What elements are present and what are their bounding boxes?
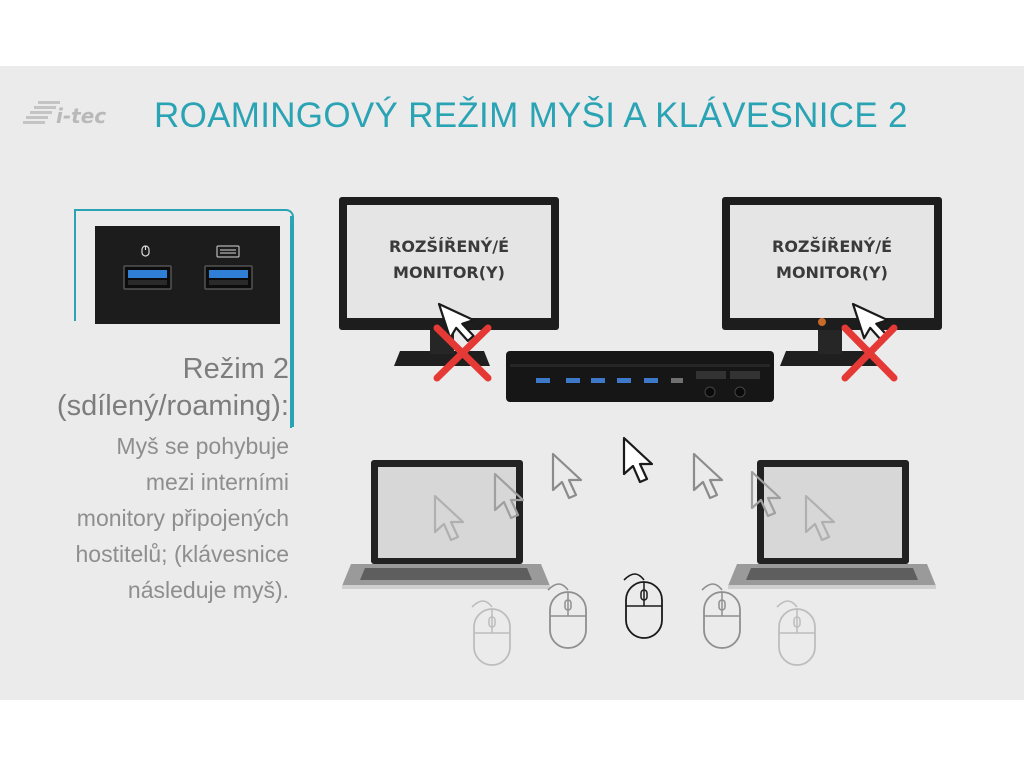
mode-description: Myš se pohybuje mezi interními monitory … [76, 428, 290, 608]
mouse-icon [471, 600, 511, 666]
monitor-left [339, 197, 559, 366]
docking-station [506, 351, 774, 402]
cursor-icon [551, 452, 583, 500]
cursor-icon [692, 452, 724, 500]
slide: i-tec ROAMINGOVÝ REŽIM MYŠI A KLÁVESNICE… [0, 66, 1024, 700]
mode-description-line: hostitelů; (klávesnice [75, 541, 290, 567]
mode-title: Režim 2 (sdílený/roaming): [57, 351, 289, 425]
laptop-right [728, 460, 936, 589]
mouse-icon [701, 583, 741, 649]
mouse-icon [623, 573, 663, 639]
monitor-label-line: MONITOR(Y) [393, 263, 505, 282]
mode-frame [74, 209, 294, 427]
monitor-label-line: ROZŠÍŘENÝ/É [389, 237, 509, 256]
mouse-icon [547, 583, 587, 649]
mode-description-line: monitory připojených [76, 505, 289, 531]
mode-description-line: Myš se pohybuje [116, 433, 289, 459]
mouse-icon [776, 600, 816, 666]
mode-title-line: (sdílený/roaming): [56, 390, 289, 422]
monitor-label-left: ROZŠÍŘENÝ/É MONITOR(Y) [349, 234, 549, 286]
cursor-icon [622, 436, 654, 484]
roaming-scene [339, 197, 942, 666]
keyboard-icon [216, 245, 240, 258]
monitor-right [722, 197, 942, 366]
mode-frame-left-edge [74, 209, 76, 321]
monitor-label-line: ROZŠÍŘENÝ/É [772, 237, 892, 256]
mode-description-line: následuje myš). [127, 577, 289, 603]
monitor-label-line: MONITOR(Y) [776, 263, 888, 282]
cross-icon [841, 324, 898, 382]
page-title: ROAMINGOVÝ REŽIM MYŠI A KLÁVESNICE 2 [154, 96, 908, 135]
logo-text: i-tec [56, 104, 107, 128]
laptop-left [342, 460, 550, 589]
mouse-icon [141, 245, 150, 257]
usb-port-right [204, 265, 253, 290]
mode-frame-right-edge [290, 216, 292, 428]
monitor-label-right: ROZŠÍŘENÝ/É MONITOR(Y) [732, 234, 932, 286]
cross-icon [433, 324, 492, 382]
mode-title-line: Režim 2 [182, 353, 289, 385]
usb-port-left [123, 265, 172, 290]
port-panel [95, 226, 280, 324]
mode-description-line: mezi interními [145, 469, 289, 495]
i-tec-logo-icon [23, 101, 60, 124]
